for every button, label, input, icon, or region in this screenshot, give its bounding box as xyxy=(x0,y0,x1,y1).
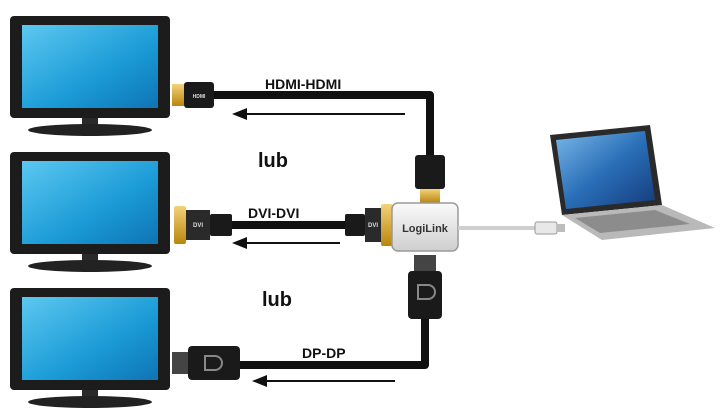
arrow-left-icon xyxy=(232,237,340,249)
or-label-2: lub xyxy=(262,289,292,311)
dvi-plug-adapter: DVI xyxy=(345,204,393,246)
minidp-cable xyxy=(458,221,565,235)
dvi-plug-mark-right: DVI xyxy=(368,223,378,229)
dp-plug-adapter xyxy=(408,255,442,319)
label-dvi: DVI-DVI xyxy=(248,205,299,221)
laptop-icon xyxy=(550,125,715,240)
arrow-left-icon xyxy=(252,375,395,387)
dp-plug-left xyxy=(172,346,240,380)
label-dp: DP-DP xyxy=(302,345,346,361)
hdmi-cable: HDMI xyxy=(172,82,445,203)
monitor-icon xyxy=(10,152,170,272)
monitor-icon xyxy=(10,288,170,408)
dp-cable xyxy=(172,255,442,380)
hdmi-plug-left: HDMI xyxy=(172,82,214,108)
logilink-adapter: LogiLink xyxy=(391,202,459,252)
monitor-icon xyxy=(10,16,170,136)
dvi-plug-left: DVI xyxy=(174,206,232,244)
hdmi-plug-mark: HDMI xyxy=(193,94,206,100)
monitor-dp xyxy=(10,288,170,408)
hdmi-plug-adapter xyxy=(415,155,445,203)
label-hdmi: HDMI-HDMI xyxy=(265,76,341,92)
arrow-left-icon xyxy=(232,108,405,120)
monitor-hdmi xyxy=(10,16,170,136)
dvi-cable: DVI DVI xyxy=(174,204,393,246)
or-label-1: lub xyxy=(258,150,288,172)
monitor-dvi xyxy=(10,152,170,272)
adapter-brand: LogiLink xyxy=(402,223,449,235)
dvi-plug-mark-left: DVI xyxy=(193,223,203,229)
